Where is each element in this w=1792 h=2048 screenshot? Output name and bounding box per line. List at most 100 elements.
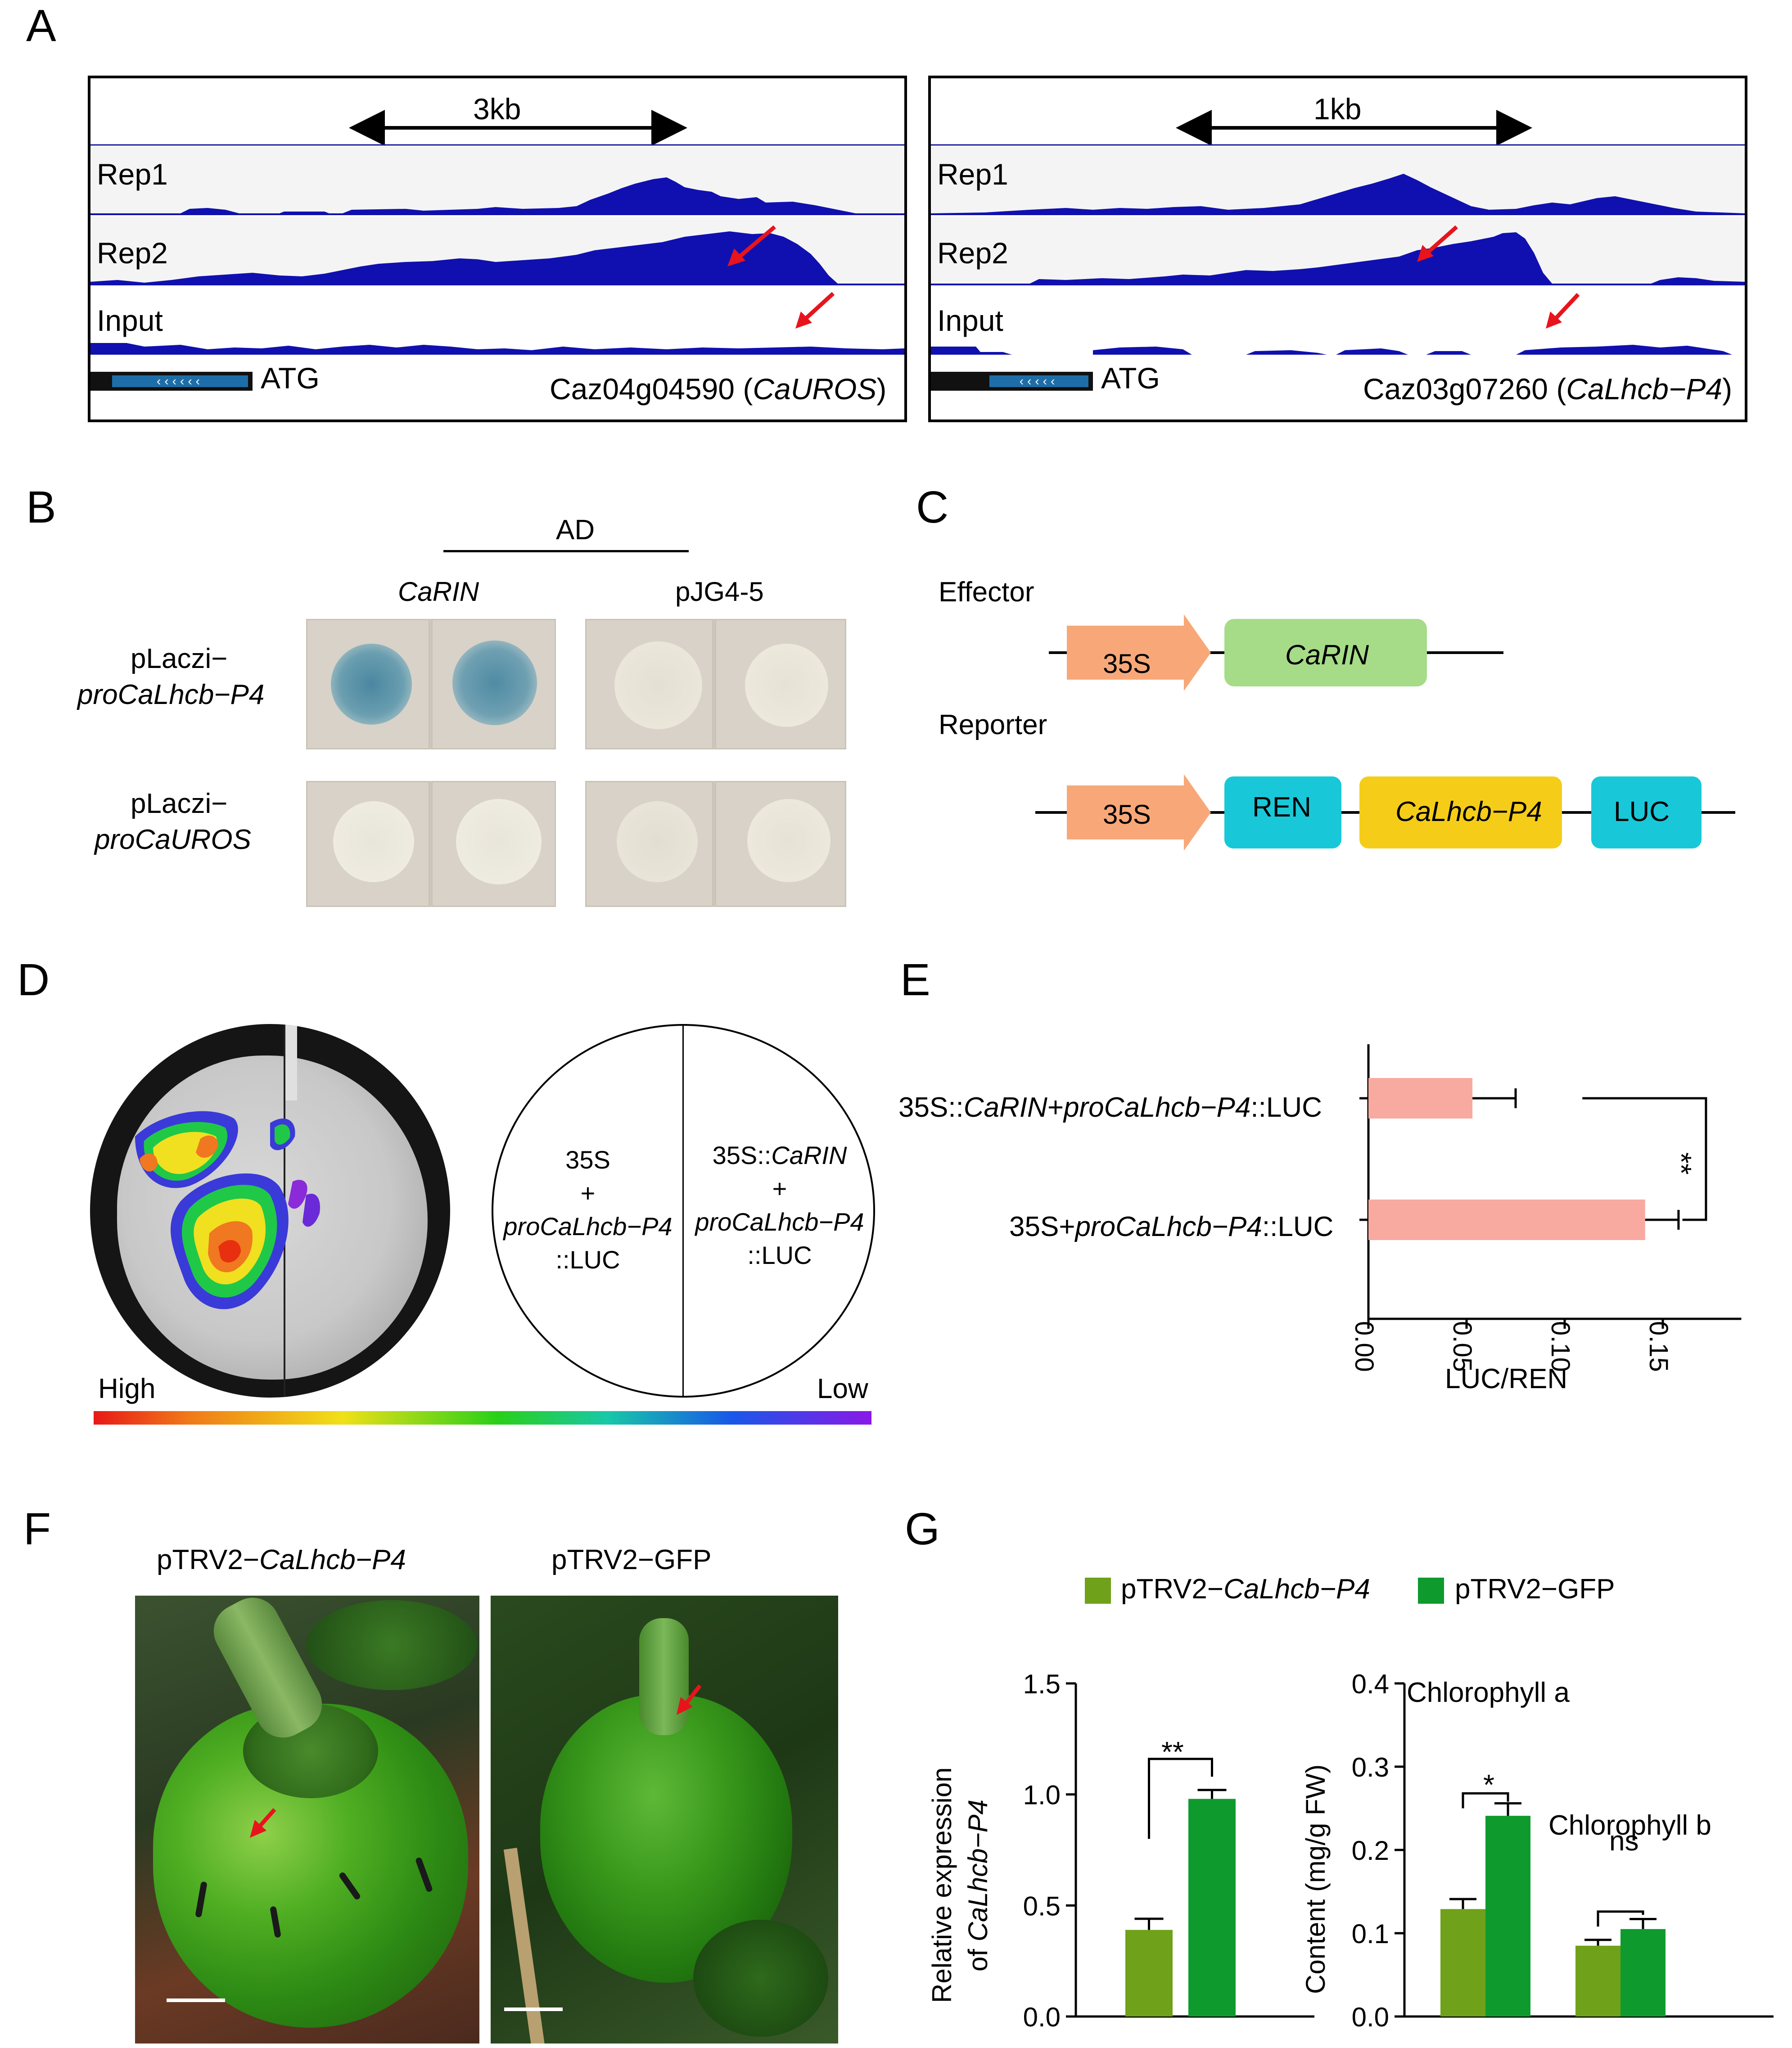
significance-e: ** [1665, 1152, 1697, 1175]
y-tick-label: 1.5 [1023, 1669, 1061, 1699]
luciferase-leaf-image [90, 1024, 450, 1398]
peak-arrow-rep2-left [795, 292, 835, 329]
panel-label-d: D [17, 955, 50, 1005]
signal-rep2-left [90, 231, 904, 285]
luminescence-signal [135, 1111, 320, 1309]
row-label-lhcb-line2: proCaLhcb−P4 [77, 679, 265, 710]
leaf-vein [284, 1024, 297, 1101]
signal-rep1-left [90, 177, 904, 215]
bar [1125, 1930, 1173, 2016]
effector-label: Effector [939, 577, 1034, 608]
ad-line [443, 550, 689, 552]
column-label-carin: CaRIN [398, 577, 479, 607]
y-tick-label: 0.5 [1023, 1891, 1061, 1921]
colony-blue [452, 641, 537, 725]
bar [1620, 1929, 1666, 2016]
photo-label-silenced: pTRV2−CaLhcb−P4 [157, 1544, 406, 1575]
track-label-input: Input [97, 304, 163, 337]
legend-swatch-gfp [1418, 1578, 1444, 1604]
red-arrow-gfp [677, 1684, 702, 1715]
x-axis-title-e: LUC/REN [1445, 1363, 1568, 1394]
label-chlorophyll-b: Chlorophyll b [1548, 1810, 1711, 1841]
colony-blue [331, 644, 412, 725]
significance-bracket [1597, 1910, 1644, 1927]
genome-browser-left: 3kb Rep1 Rep2 Input ‹‹‹‹‹‹ ATG Caz04g045… [88, 76, 907, 422]
significance-bracket [1582, 1097, 1707, 1221]
y-axis-title-g1-line2: of CaLhcb−P4 [963, 1800, 993, 1971]
bar [1575, 1945, 1620, 2016]
pepper-photo-silenced [135, 1596, 479, 2043]
x-tick-2: 0.10 [1546, 1321, 1575, 1372]
peak-arrow-rep1-left [727, 225, 776, 266]
leaf-bottom [693, 1920, 828, 2037]
colony-white [333, 801, 414, 882]
significance-chla: * [1483, 1768, 1494, 1801]
significance-g1: ** [1161, 1736, 1184, 1768]
panel-label-e: E [900, 955, 930, 1005]
bar-label-carin: 35S::CaRIN+proCaLhcb−P4::LUC [898, 1092, 1322, 1123]
signal-input-left [90, 343, 904, 355]
x-tick-1: 0.05 [1448, 1321, 1477, 1372]
track-label-rep1: Rep1 [937, 158, 1008, 191]
colony-white [614, 641, 702, 729]
scale-low-label: Low [817, 1373, 868, 1404]
track-input-right [931, 287, 1745, 355]
effector-construct [1049, 614, 1503, 691]
y-axis-title-g2: Content (mg/g FW) [1300, 1764, 1331, 1994]
promoter-35s-effector: 35S [1103, 649, 1151, 679]
gene-id-left: Caz04g04590 (CaUROS) [550, 372, 887, 406]
x-tick-3: 0.15 [1644, 1321, 1673, 1372]
chlorophyll-content-chart: 0.00.10.20.30.4 [1352, 1669, 1774, 2032]
scale-bar [504, 2007, 563, 2011]
panel-label-a: A [26, 0, 56, 51]
track-input-left [90, 287, 904, 355]
x-tick-0: 0.00 [1350, 1321, 1379, 1372]
photo-label-gfp: pTRV2−GFP [551, 1544, 712, 1575]
leaf-top [306, 1600, 477, 1690]
reporter-construct [1035, 774, 1735, 851]
panel-label-b: B [26, 482, 56, 532]
panel-label-f: F [23, 1504, 51, 1554]
pepper-stem [639, 1618, 689, 1735]
signal-input-right [931, 345, 1732, 355]
scale-label-left: 3kb [473, 92, 521, 126]
layout-right-text: 35S::CaRIN + proCaLhcb−P4 ::LUC [695, 1141, 864, 1269]
row-label-uros-line2: proCaUROS [95, 824, 251, 855]
reporter-lhcb: CaLhcb−P4 [1395, 796, 1542, 827]
significance-bracket [1148, 1758, 1213, 1839]
scale-arrow-left [90, 110, 904, 146]
peak-arrow-rep1-right [1417, 225, 1458, 262]
gene-strand-right: ‹‹‹‹‹ [989, 375, 1088, 388]
bar-label-control: 35S+proCaLhcb−P4::LUC [1009, 1211, 1334, 1242]
signal-rep2-right [931, 232, 1745, 285]
colony-white [745, 644, 828, 727]
scale-label-right: 1kb [1314, 92, 1362, 126]
significance-bracket [1462, 1792, 1509, 1809]
significance-chlb: ns [1609, 1826, 1639, 1857]
ad-label: AD [556, 514, 595, 546]
genome-browser-right: 1kb Rep1 Rep2 Input ‹‹‹‹‹ ATG Caz03g0726… [928, 76, 1747, 422]
promoter-35s-reporter: 35S [1103, 799, 1151, 830]
track-label-input: Input [937, 304, 1003, 337]
layout-diagram-divider [682, 1026, 684, 1396]
signal-rep1-right [931, 174, 1745, 215]
reporter-ren: REN [1252, 792, 1311, 823]
colony-white [747, 799, 831, 882]
y-axis-title-g1-line1: Relative expression [927, 1767, 957, 2003]
y-tick-label: 0.1 [1352, 1919, 1389, 1949]
legend-label-silenced: pTRV2−CaLhcb−P4 [1121, 1574, 1370, 1605]
luc-ren-bar-chart [1359, 1044, 1742, 1329]
label-chlorophyll-a: Chlorophyll a [1407, 1677, 1570, 1708]
atg-label-left: ATG [261, 361, 320, 395]
y-tick-label: 0.4 [1352, 1669, 1389, 1699]
track-label-rep2: Rep2 [937, 236, 1008, 270]
track-label-rep1: Rep1 [97, 158, 168, 191]
pepper-photo-gfp [491, 1596, 838, 2043]
legend-label-gfp: pTRV2−GFP [1455, 1574, 1615, 1605]
layout-left-text: 35S + proCaLhcb−P4 ::LUC [503, 1146, 673, 1274]
yeast-plate-carin-uros [306, 781, 556, 907]
reporter-label: Reporter [939, 709, 1047, 740]
effector-gene: CaRIN [1285, 640, 1369, 671]
scale-high-label: High [98, 1373, 156, 1404]
yeast-plate-pjg-uros [585, 781, 846, 907]
